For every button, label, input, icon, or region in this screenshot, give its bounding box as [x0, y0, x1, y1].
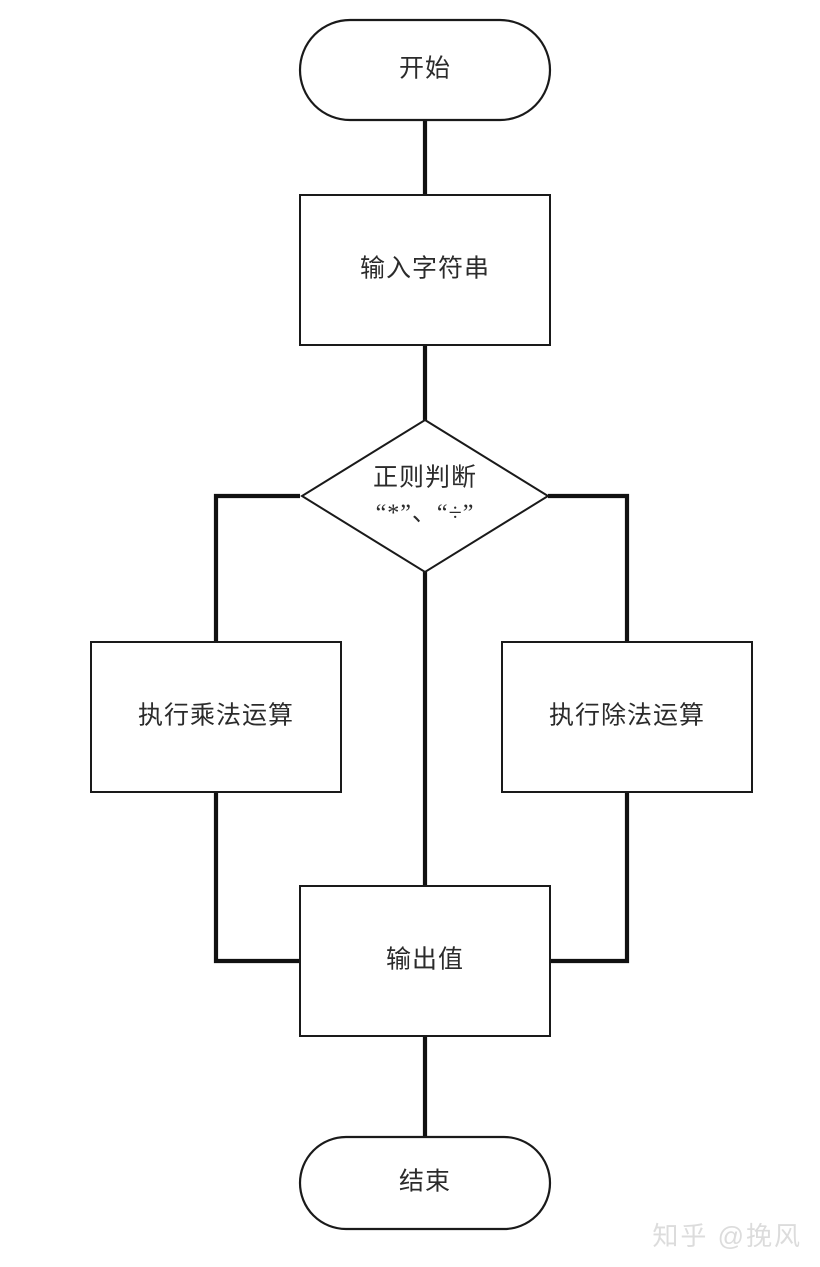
- node-input-string[interactable]: 输入字符串: [299, 194, 551, 346]
- node-start[interactable]: 开始: [298, 18, 552, 122]
- decision-node-shape[interactable]: [300, 418, 550, 574]
- node-end[interactable]: 结束: [298, 1135, 552, 1231]
- start-node-shape[interactable]: [298, 18, 552, 122]
- watermark-text: 知乎 @挽风: [652, 1221, 802, 1251]
- node-multiply[interactable]: 执行乘法运算: [90, 641, 342, 793]
- node-divide[interactable]: 执行除法运算: [501, 641, 753, 793]
- output-node-label: 输出值: [386, 946, 464, 974]
- decision-node-label-line2: “*”、“÷”: [376, 501, 475, 527]
- multiply-node-shape[interactable]: [90, 641, 342, 793]
- start-node-label: 开始: [399, 55, 451, 83]
- edge-decision-to-multiply: [213, 493, 300, 642]
- edge-multiply-to-output: [213, 792, 302, 964]
- end-node-label: 结束: [399, 1168, 451, 1196]
- divide-node-shape[interactable]: [501, 641, 753, 793]
- multiply-node-label: 执行乘法运算: [138, 702, 294, 730]
- decision-node-label-line1: 正则判断: [373, 464, 477, 492]
- input-node-label: 输入字符串: [360, 255, 490, 283]
- node-output-value[interactable]: 输出值: [299, 885, 551, 1037]
- input-node-shape[interactable]: [299, 194, 551, 346]
- output-node-shape[interactable]: [299, 885, 551, 1037]
- edge-divide-to-output: [548, 792, 630, 964]
- connector-layer: [213, 120, 630, 1137]
- end-node-shape[interactable]: [298, 1135, 552, 1231]
- edge-decision-to-divide: [548, 493, 630, 642]
- divide-node-label: 执行除法运算: [549, 702, 705, 730]
- node-decision-regex[interactable]: 正则判断 “*”、“÷”: [300, 418, 550, 574]
